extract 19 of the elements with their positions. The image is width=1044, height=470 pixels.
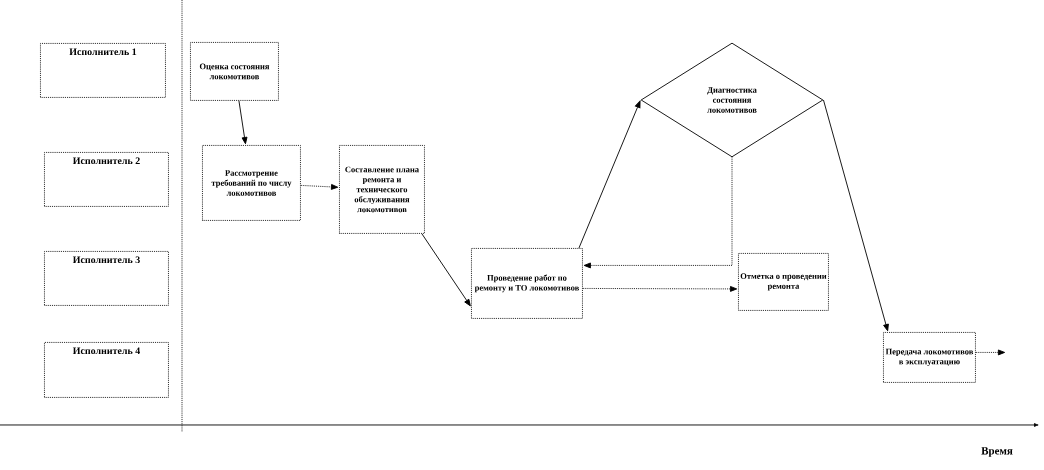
axis-label: Время (981, 447, 1013, 457)
lane-box: Исполнитель 3 (44, 251, 169, 306)
arrow (238, 100, 248, 145)
process-box: Рассмотрение требований по числу локомотивов (202, 145, 301, 221)
arrow (578, 100, 641, 249)
arrow (975, 349, 1006, 356)
arrow (421, 233, 471, 307)
process-box: Проведение работ по ремонту и ТО локомотивов (471, 248, 583, 319)
lane-box: Исполнитель 1 (40, 43, 166, 98)
arrow (582, 286, 738, 292)
process-box: Оценка состояния локомотивов (190, 42, 279, 101)
process-box: Передача локомотивов в эксплуатацию (883, 332, 976, 383)
lane-box: Исполнитель 2 (44, 152, 169, 207)
process-box: Отметка о проведении ремонта (738, 253, 829, 311)
process-box: Составление плана ремонта и технического обслуживания локомотивов (339, 145, 425, 234)
arrow (583, 157, 733, 269)
arrow (823, 99, 889, 332)
arrow (300, 184, 339, 190)
lane-box: Исполнитель 4 (44, 342, 169, 398)
